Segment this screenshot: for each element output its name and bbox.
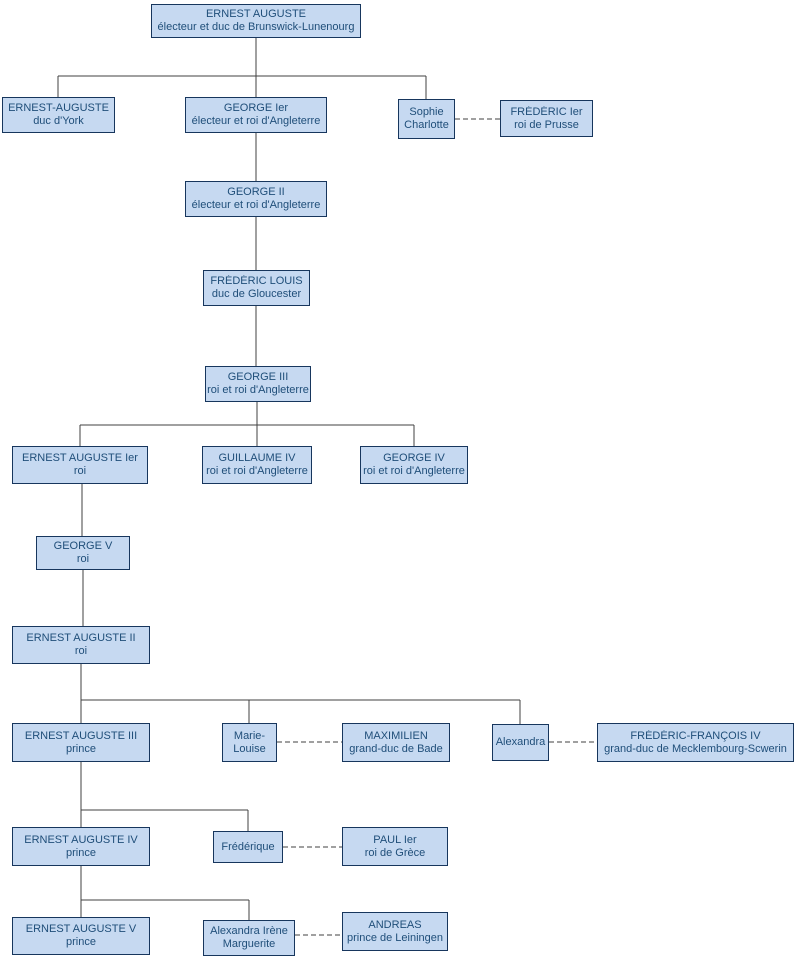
node-frederic-louis: FRÉDÉRIC LOUIS duc de Gloucester — [203, 270, 318, 315]
person-title: grand-duc de Mecklembourg-Scwerin — [604, 742, 787, 755]
person-name: Sophie — [409, 106, 444, 118]
person-name: GEORGE IV — [383, 452, 445, 464]
person-title: duc d'York — [33, 115, 84, 127]
node-alexandra: Alexandra — [492, 724, 557, 770]
person-name: FRÉDÉRIC Ier — [510, 105, 583, 118]
person-title: Charlotte — [404, 119, 449, 131]
person-name: FRÉDÉRIC-FRANÇOIS IV — [630, 729, 761, 742]
node-ernest-auguste-1: ERNEST AUGUSTE Ier roi — [12, 446, 156, 493]
person-title: prince — [66, 846, 96, 859]
person-title: électeur et roi d'Angleterre — [191, 115, 321, 127]
marriage-connectors — [277, 118, 597, 936]
node-paul-1: PAUL Ier roi de Grèce — [342, 827, 456, 875]
node-george-2: GEORGE II électeur et roi d'Angleterre — [185, 181, 335, 226]
person-title: Louise — [233, 742, 266, 755]
person-name: ERNEST AUGUSTE — [205, 8, 307, 20]
node-george-1: GEORGE Ier électeur et roi d'Angleterre — [185, 97, 335, 142]
person-title: électeur et roi d'Angleterre — [191, 199, 321, 211]
node-george-3: GEORGE III roi et roi d'Angleterre — [205, 366, 319, 411]
node-ernest-auguste-york: ERNEST-AUGUSTE duc d'York — [2, 97, 123, 142]
person-name: Marie- — [233, 729, 266, 742]
person-name: ERNEST AUGUSTE V — [25, 923, 137, 935]
family-connectors — [57, 38, 521, 920]
person-title: roi — [73, 465, 87, 477]
person-title: roi de Prusse — [514, 118, 579, 131]
person-title: électeur et duc de Brunswick-Lunenourg — [157, 21, 355, 33]
node-george-4: GEORGE IV roi et roi d'Angleterre — [360, 446, 476, 493]
person-title: duc de Gloucester — [211, 288, 302, 300]
node-frederique: Frédérique — [213, 831, 291, 872]
person-name: ERNEST-AUGUSTE — [8, 102, 109, 114]
node-frederic-francois-4: FRÉDÉRIC-FRANÇOIS IV grand-duc de Meckle… — [597, 723, 802, 771]
node-george-5: GEORGE V roi — [36, 536, 138, 579]
person-name: ANDREAS — [368, 918, 422, 931]
person-name: MAXIMILIEN — [364, 729, 428, 742]
node-ernest-auguste-brunswick: ERNEST AUGUSTE électeur et duc de Brunsw… — [151, 4, 369, 47]
person-title: roi — [76, 553, 90, 565]
node-ernest-auguste-3: ERNEST AUGUSTE III prince — [12, 723, 158, 771]
person-name: ERNEST AUGUSTE Ier — [22, 452, 138, 464]
person-name: Alexandra Irène — [210, 925, 288, 937]
person-name: GEORGE V — [53, 540, 113, 552]
person-name: PAUL Ier — [373, 833, 417, 846]
person-name: Frédérique — [221, 840, 275, 853]
node-ernest-auguste-4: ERNEST AUGUSTE IV prince — [12, 827, 158, 875]
node-ernest-auguste-2: ERNEST AUGUSTE II roi — [12, 626, 158, 673]
person-title: roi et roi d'Angleterre — [207, 384, 309, 396]
node-ernest-auguste-5: ERNEST AUGUSTE V prince — [12, 917, 158, 964]
person-title: prince — [66, 742, 96, 755]
person-title: roi — [74, 645, 88, 657]
person-name: GEORGE III — [227, 371, 289, 383]
person-name: Alexandra — [495, 736, 546, 748]
person-title: roi et roi d'Angleterre — [206, 465, 308, 477]
person-name: ERNEST AUGUSTE II — [26, 632, 136, 644]
person-title: grand-duc de Bade — [349, 742, 443, 755]
node-andreas: ANDREAS prince de Leiningen — [342, 912, 456, 960]
node-marie-louise: Marie- Louise — [222, 723, 285, 771]
node-frederic-1: FRÉDÉRIC Ier roi de Prusse — [500, 100, 601, 146]
person-name: ERNEST AUGUSTE IV — [24, 833, 138, 846]
person-name: GUILLAUME IV — [218, 452, 296, 464]
person-title: prince de Leiningen — [346, 931, 444, 944]
person-name: GEORGE Ier — [223, 102, 289, 114]
person-name: FRÉDÉRIC LOUIS — [210, 275, 303, 287]
node-guillaume-4: GUILLAUME IV roi et roi d'Angleterre — [202, 446, 320, 493]
node-maximilien: MAXIMILIEN grand-duc de Bade — [342, 723, 458, 771]
node-alexandra-irene: Alexandra Irène Marguerite — [203, 920, 303, 965]
person-name: ERNEST AUGUSTE III — [24, 729, 138, 742]
person-title: Marguerite — [222, 938, 276, 950]
node-sophie-charlotte: Sophie Charlotte — [398, 99, 463, 148]
person-title: roi et roi d'Angleterre — [363, 465, 465, 477]
person-name: GEORGE II — [227, 186, 285, 198]
person-title: roi de Grèce — [364, 846, 426, 859]
person-title: prince — [66, 936, 96, 948]
